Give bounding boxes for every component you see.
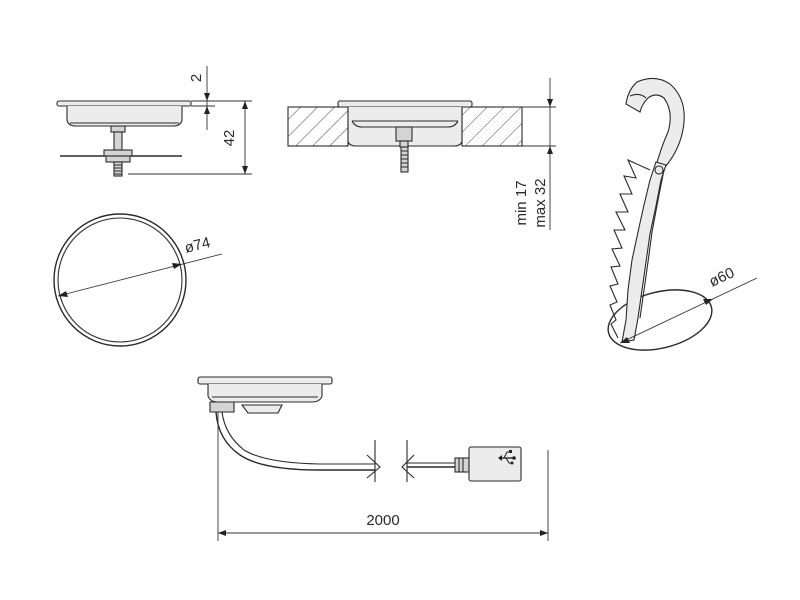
cable-length-label: 2000 — [366, 512, 399, 529]
hole-saw-illustration: ø60 — [607, 77, 758, 351]
lid-thickness-label: 2 — [188, 74, 205, 82]
cover-diameter-label: ø74 — [183, 234, 212, 257]
top-view-cover: ø74 — [53, 213, 223, 347]
usb-icon — [498, 450, 516, 465]
hole-diameter-label: ø60 — [707, 264, 738, 290]
overall-height-label: 42 — [221, 130, 238, 147]
side-view-unit: 2 42 — [56, 66, 252, 177]
worktop-max-label: max 32 — [532, 178, 549, 227]
worktop-section-view: min 17 max 32 — [287, 78, 556, 230]
cable-length-view: 2000 — [197, 376, 549, 541]
worktop-min-label: min 17 — [513, 180, 530, 225]
